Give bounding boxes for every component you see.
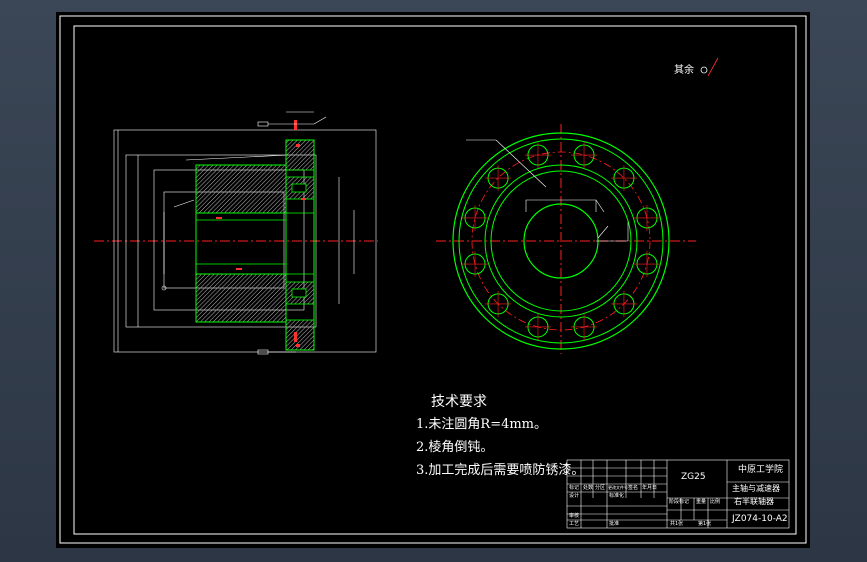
tb-cell-7: 标准化 xyxy=(609,493,625,499)
roughness-note: 其余 xyxy=(674,65,694,76)
inner-frame xyxy=(73,25,797,535)
title-block-part-name-2: 右半联轴器 xyxy=(734,497,774,506)
tb-cell-14: 共1张 xyxy=(670,521,684,527)
title-block xyxy=(566,459,790,529)
tb-cell-11: 审核 xyxy=(569,513,580,519)
outer-flange-circle xyxy=(452,132,670,350)
title-block-part-name-1: 主轴与减速器 xyxy=(732,484,780,493)
tb-cell-8: 阶段标记 xyxy=(669,499,690,505)
hub-section-bottom xyxy=(195,273,287,323)
tb-cell-13: 批准 xyxy=(609,521,620,527)
title-block-school: 中原工学院 xyxy=(738,465,784,475)
bolt-circle xyxy=(471,151,651,331)
section-view xyxy=(94,111,378,355)
outer-frame xyxy=(59,15,807,544)
hub-section-top xyxy=(195,164,287,214)
tb-cell-4: 签名 xyxy=(628,485,639,491)
tb-cell-0: 标记 xyxy=(569,485,580,491)
tb-cell-10: 比例 xyxy=(710,499,721,505)
tb-cell-2: 分区 xyxy=(595,485,606,491)
tech-req-item-2: 2.棱角倒钝。 xyxy=(416,440,494,455)
title-block-drawing-number: JZ074-10-A2 xyxy=(732,514,788,524)
drawing-canvas xyxy=(59,15,807,544)
tb-cell-6: 设计 xyxy=(569,493,580,499)
cad-viewport[interactable]: 其余 技术要求 1.未注圆角R=4mm。 2.棱角倒钝。 3.加工完成后需要喷防… xyxy=(56,12,810,548)
roughness-symbol xyxy=(700,57,719,77)
tb-cell-5: 年月日 xyxy=(642,485,658,491)
title-block-material: ZG25 xyxy=(681,472,706,482)
tech-req-item-3: 3.加工完成后需要喷防锈漆。 xyxy=(416,463,585,478)
bolt-holes xyxy=(462,142,660,340)
front-view xyxy=(436,124,696,354)
tb-cell-15: 第1张 xyxy=(698,521,712,527)
tb-cell-12: 工艺 xyxy=(569,521,580,527)
tb-cell-1: 处数 xyxy=(583,485,594,491)
flange-section xyxy=(285,139,315,351)
tech-req-title: 技术要求 xyxy=(431,394,487,410)
tech-req-item-1: 1.未注圆角R=4mm。 xyxy=(416,417,548,432)
tb-cell-3: 更改文件号 xyxy=(608,485,628,490)
tb-cell-9: 重量 xyxy=(696,499,707,505)
